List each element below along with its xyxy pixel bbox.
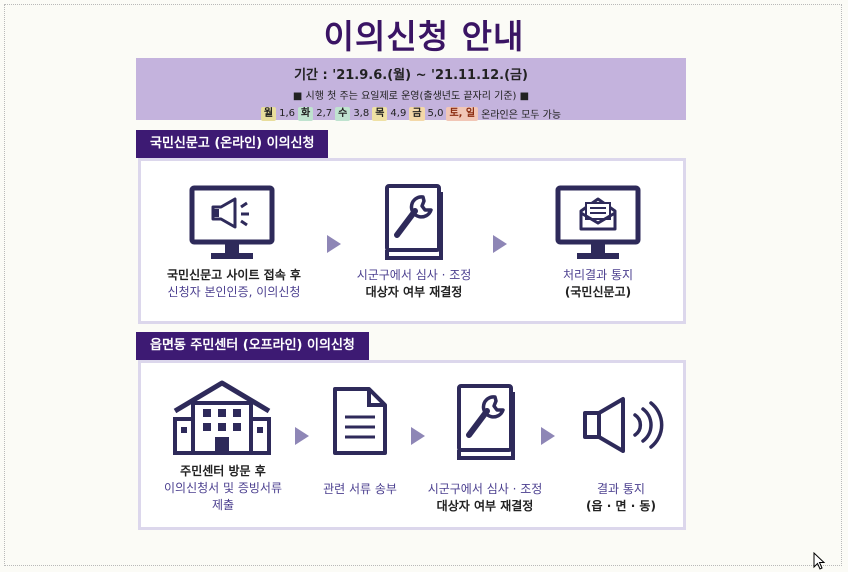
day-numbers: 2,7 — [316, 108, 333, 119]
offline-step-3: 시군구에서 심사 · 조정 대상자 여부 재결정 — [427, 482, 543, 513]
day-chip: 월 — [260, 106, 277, 121]
page-frame — [4, 4, 842, 566]
offline-section-label: 읍면동 주민센터 (오프라인) 이의신청 — [136, 332, 369, 360]
period-note: ■ 시행 첫 주는 요일제로 운영(출생년도 끝자리 기준) ■ — [292, 91, 530, 102]
flow-arrow — [541, 427, 555, 445]
offline-step-1: 주민센터 방문 후 이의신청서 및 증빙서류 제출 — [163, 464, 283, 512]
day-numbers: 4,9 — [390, 108, 407, 119]
flow-arrow — [493, 235, 507, 253]
online-step-3: 처리결과 통지 (국민신문고) — [562, 268, 634, 299]
offline-step-2: 관련 서류 송부 — [323, 482, 397, 496]
period-dates: 기간 : '21.9.6.(월) ~ '21.11.12.(금) — [294, 68, 528, 83]
monitor-megaphone-icon — [189, 185, 275, 259]
monitor-mail-icon — [555, 185, 641, 259]
online-step-1: 국민신문고 사이트 접속 후 신청자 본인인증, 이의신청 — [167, 268, 301, 299]
book-wrench-icon — [385, 184, 443, 260]
page-title: 이의신청 안내 — [323, 17, 525, 56]
online-step-2: 시군구에서 심사 · 조정 대상자 여부 재결정 — [356, 268, 472, 299]
offline-panel: 주민센터 방문 후 이의신청서 및 증빙서류 제출 관련 서류 송부 시군구에서… — [138, 360, 686, 530]
day-chip: 토, 일 — [446, 106, 479, 121]
book-wrench-icon — [457, 384, 515, 460]
document-icon — [333, 387, 387, 455]
speaker-icon — [583, 397, 664, 453]
day-numbers: 3,8 — [353, 108, 370, 119]
offline-step-4: 결과 통지 (읍 · 면 · 동) — [586, 482, 656, 513]
flow-arrow — [327, 235, 341, 253]
flow-arrow — [295, 427, 309, 445]
day-chip: 금 — [409, 106, 425, 121]
day-numbers: 1,6 — [279, 108, 295, 119]
online-panel: 국민신문고 사이트 접속 후 신청자 본인인증, 이의신청 시군구에서 심사 ·… — [138, 158, 686, 324]
flow-arrow — [411, 427, 425, 445]
building-icon — [173, 380, 271, 455]
period-banner: 기간 : '21.9.6.(월) ~ '21.11.12.(금) ■ 시행 첫 … — [136, 58, 686, 121]
day-chip: 수 — [335, 106, 351, 121]
online-section-label: 국민신문고 (온라인) 이의신청 — [136, 130, 329, 158]
day-chip: 목 — [372, 106, 388, 121]
day-chip: 화 — [298, 106, 314, 121]
day-numbers: 5,0 — [427, 108, 444, 119]
day-numbers: 온라인은 모두 가능 — [481, 110, 562, 121]
mouse-cursor-icon — [813, 552, 826, 570]
